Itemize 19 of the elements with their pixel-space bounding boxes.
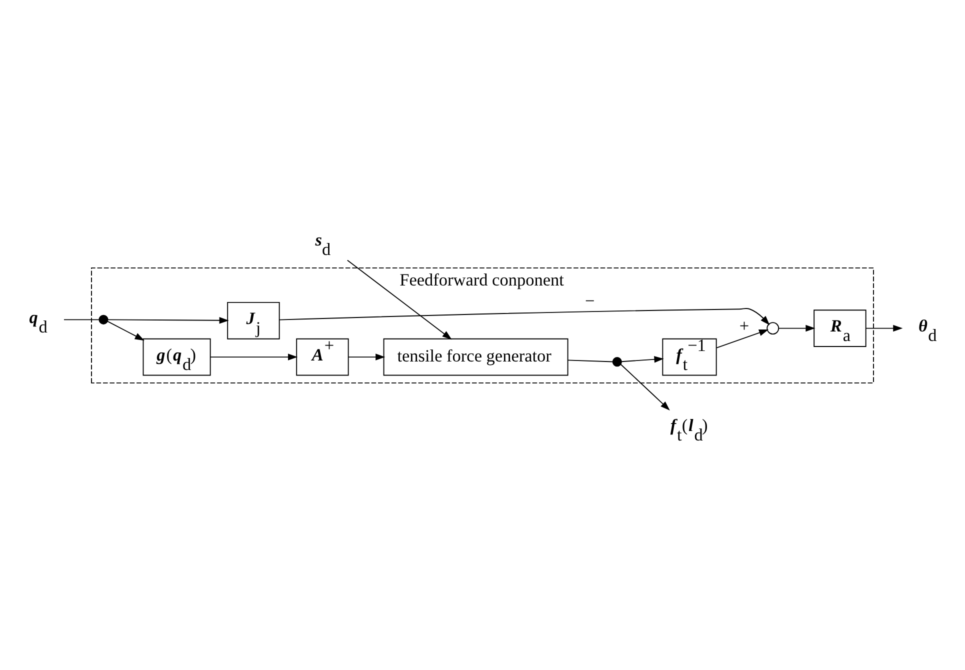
- arrow: [346, 260, 452, 340]
- arrow: [778, 324, 816, 332]
- arrow: [107, 317, 229, 324]
- arrow: [866, 324, 903, 332]
- arrow: [210, 354, 298, 360]
- node-circle: [98, 314, 108, 324]
- arrow: [716, 329, 769, 348]
- node-circle: [766, 322, 780, 335]
- connector: [64, 319, 100, 320]
- arrow: [348, 354, 386, 360]
- node-box: tensile force generator: [383, 338, 568, 376]
- edge-label: +: [739, 316, 750, 336]
- arrow: [107, 320, 144, 341]
- arrow: [621, 356, 664, 363]
- arrow: [620, 364, 670, 410]
- node-circle: [612, 357, 622, 367]
- edge-label: −: [585, 292, 595, 311]
- connector: [567, 360, 614, 362]
- arrow: [278, 308, 770, 326]
